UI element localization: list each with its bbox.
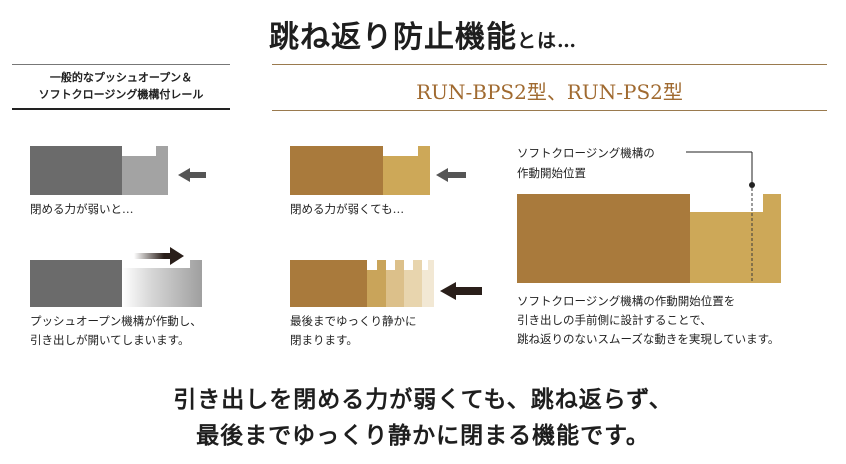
page-title: 跳ね返り防止機能とは… <box>0 12 846 56</box>
drawer-body-gold-large <box>517 194 690 283</box>
caption-mid-bottom-line1: 最後までゆっくり静かに <box>290 314 417 328</box>
left-header-line2: ソフトクロージング機構付レール <box>38 88 204 101</box>
right-header-rule-top <box>272 64 827 65</box>
rail-step-1 <box>367 260 386 307</box>
rail-step-3 <box>404 260 422 307</box>
callout-dot <box>749 182 755 188</box>
right-description: ソフトクロージング機構の作動開始位置を 引き出しの手前側に設計することで、 跳ね… <box>517 292 779 349</box>
title-suffix: とは… <box>516 30 577 52</box>
right-header-rule-bottom <box>272 110 827 111</box>
title-main: 跳ね返り防止機能 <box>268 20 517 55</box>
arrow-right-icon <box>134 247 184 265</box>
callout-label-line1: ソフトクロージング機構の <box>517 146 655 160</box>
left-header-rule-bottom <box>12 108 230 110</box>
left-header: 一般的なプッシュオープン＆ ソフトクロージング機構付レール <box>12 69 230 103</box>
caption-left-bottom-line2: 引き出しが開いてしまいます。 <box>30 333 190 347</box>
caption-left-top: 閉める力が弱いと… <box>30 202 134 216</box>
arrow-left-icon <box>178 168 206 182</box>
drawer-rail-gold <box>383 146 430 195</box>
drawer-mid-top <box>290 146 466 195</box>
rail-step-2 <box>386 260 404 307</box>
arrow-left-icon <box>436 168 466 182</box>
drawer-body-gold <box>290 146 383 195</box>
caption-mid-bottom: 最後までゆっくり静かに 閉まります。 <box>290 312 417 350</box>
arrow-left-icon <box>440 282 482 300</box>
right-description-line3: 跳ね返りのないスムーズな動きを実現しています。 <box>517 332 780 346</box>
drawer-rail-gold-large <box>690 194 781 283</box>
drawer-body-dark <box>30 260 122 307</box>
rail-step-4 <box>422 260 434 307</box>
left-header-rule-top <box>12 64 230 65</box>
drawer-rail-fading <box>122 260 202 307</box>
caption-left-bottom-line1: プッシュオープン機構が作動し、 <box>30 314 202 328</box>
right-description-line2: 引き出しの手前側に設計することで、 <box>517 313 712 327</box>
drawer-body-dark <box>30 146 122 195</box>
left-header-line1: 一般的なプッシュオープン＆ <box>49 71 193 84</box>
caption-left-bottom: プッシュオープン機構が作動し、 引き出しが開いてしまいます。 <box>30 312 202 350</box>
caption-mid-top: 閉める力が弱くても… <box>290 202 405 216</box>
drawer-mid-bottom <box>290 260 482 307</box>
right-header: RUN-BPS2型、RUN-PS2型 <box>416 80 683 104</box>
caption-mid-bottom-line2: 閉まります。 <box>290 333 358 347</box>
callout-label-line2: 作動開始位置 <box>517 166 586 180</box>
summary-line1: 引き出しを閉める力が弱くても、跳ね返らず、 <box>173 386 673 413</box>
drawer-body-gold <box>290 260 367 307</box>
drawer-left-bottom <box>30 247 202 307</box>
drawer-left-top <box>30 146 206 195</box>
drawer-right-large <box>517 151 781 283</box>
right-description-line1: ソフトクロージング機構の作動開始位置を <box>517 294 736 308</box>
summary-text: 引き出しを閉める力が弱くても、跳ね返らず、 最後までゆっくり静かに閉まる機能です… <box>0 382 846 454</box>
callout-label: ソフトクロージング機構の 作動開始位置 <box>517 143 655 183</box>
summary-line2: 最後までゆっくり静かに閉まる機能です。 <box>196 422 650 449</box>
drawer-rail-light <box>122 146 168 195</box>
